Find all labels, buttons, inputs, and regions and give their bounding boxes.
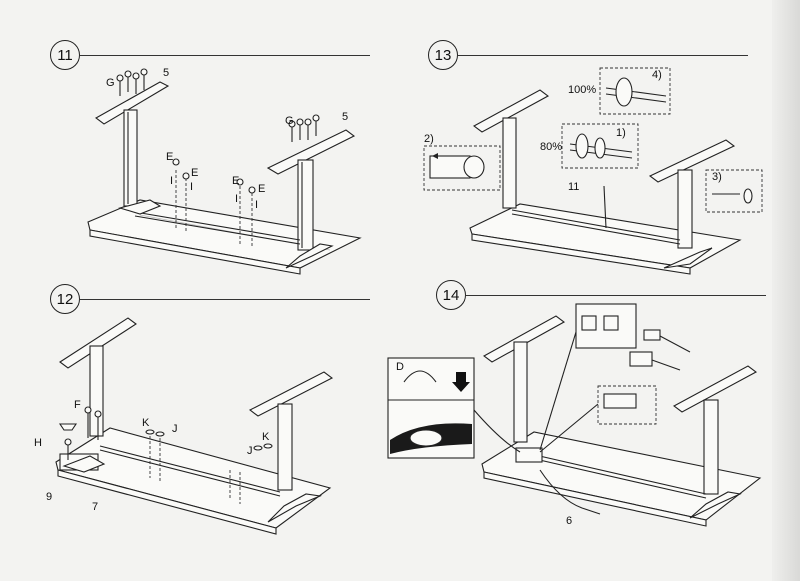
step-divider bbox=[80, 54, 370, 56]
part-label: E bbox=[232, 175, 240, 187]
step-header-11: 11 bbox=[50, 40, 370, 70]
substep-label: 3) bbox=[712, 171, 722, 183]
percent-label: 80% bbox=[540, 141, 563, 153]
part-label: 5 bbox=[342, 111, 349, 123]
step-number-11: 11 bbox=[50, 40, 80, 70]
step-number-14: 14 bbox=[436, 280, 466, 310]
part-label: 11 bbox=[568, 181, 580, 193]
part-label: H bbox=[34, 437, 42, 449]
step-11-drawing bbox=[87, 68, 362, 275]
step-divider bbox=[458, 54, 748, 56]
part-label: 5 bbox=[163, 67, 170, 79]
part-label: I bbox=[190, 181, 194, 193]
part-label: 9 bbox=[46, 491, 53, 503]
part-label: G bbox=[106, 77, 115, 89]
step-number-12: 12 bbox=[50, 284, 80, 314]
part-label: E bbox=[166, 151, 174, 163]
step-13-drawing bbox=[423, 67, 763, 275]
part-label: F bbox=[74, 399, 81, 411]
part-label: G bbox=[285, 115, 294, 127]
step-14-drawing bbox=[387, 303, 762, 527]
part-label: E bbox=[258, 183, 266, 195]
part-label: 6 bbox=[566, 515, 573, 527]
substep-label: 1) bbox=[616, 127, 626, 139]
part-label: K bbox=[262, 431, 270, 443]
part-label: I bbox=[235, 193, 239, 205]
step-divider bbox=[466, 294, 766, 296]
part-label: E bbox=[191, 167, 199, 179]
part-label: J bbox=[172, 423, 178, 435]
page-number: 6 bbox=[775, 516, 786, 536]
substep-label: 4) bbox=[652, 69, 662, 81]
step-header-12: 12 bbox=[50, 284, 370, 314]
step-header-14: 14 bbox=[436, 280, 766, 310]
part-label: I bbox=[255, 199, 259, 211]
step-number-13: 13 bbox=[428, 40, 458, 70]
step-12-drawing bbox=[55, 317, 334, 535]
step-header-13: 13 bbox=[428, 40, 748, 70]
percent-label: 100% bbox=[568, 84, 597, 96]
part-label: 7 bbox=[92, 501, 99, 513]
step-divider bbox=[80, 298, 370, 300]
part-label: D bbox=[396, 361, 404, 373]
part-label: I bbox=[170, 175, 174, 187]
part-label: K bbox=[142, 417, 150, 429]
substep-label: 2) bbox=[424, 133, 434, 145]
part-label: J bbox=[247, 445, 253, 457]
